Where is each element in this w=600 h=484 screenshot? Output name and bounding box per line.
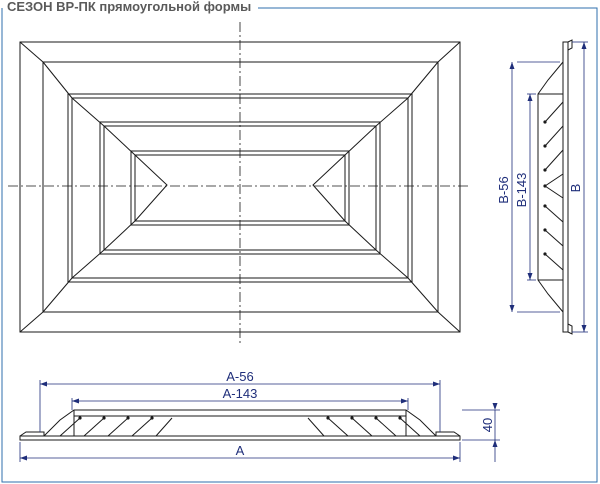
side-dimension-lines [511, 41, 588, 333]
side-dimension-arrows [509, 42, 587, 332]
dim-b-minus-56: B-56 [496, 176, 511, 203]
side-view [537, 39, 573, 335]
dim-a-minus-143: A-143 [223, 386, 258, 401]
dim-a: A [236, 443, 245, 458]
bottom-dimension-lines [19, 380, 500, 462]
dim-a-minus-56: A-56 [226, 369, 253, 384]
dim-height-40: 40 [480, 418, 495, 432]
bottom-view [19, 409, 461, 441]
diagram-title: СЕЗОН ВР-ПК прямоугольной формы [3, 0, 256, 15]
center-lines [8, 22, 470, 345]
dim-b: B [568, 184, 583, 193]
dim-b-minus-143: B-143 [514, 173, 529, 208]
bottom-vane-tips [78, 416, 402, 420]
frame-border [1, 7, 598, 483]
bottom-dimension-arrows [20, 381, 498, 461]
side-vane-tips [543, 120, 547, 256]
